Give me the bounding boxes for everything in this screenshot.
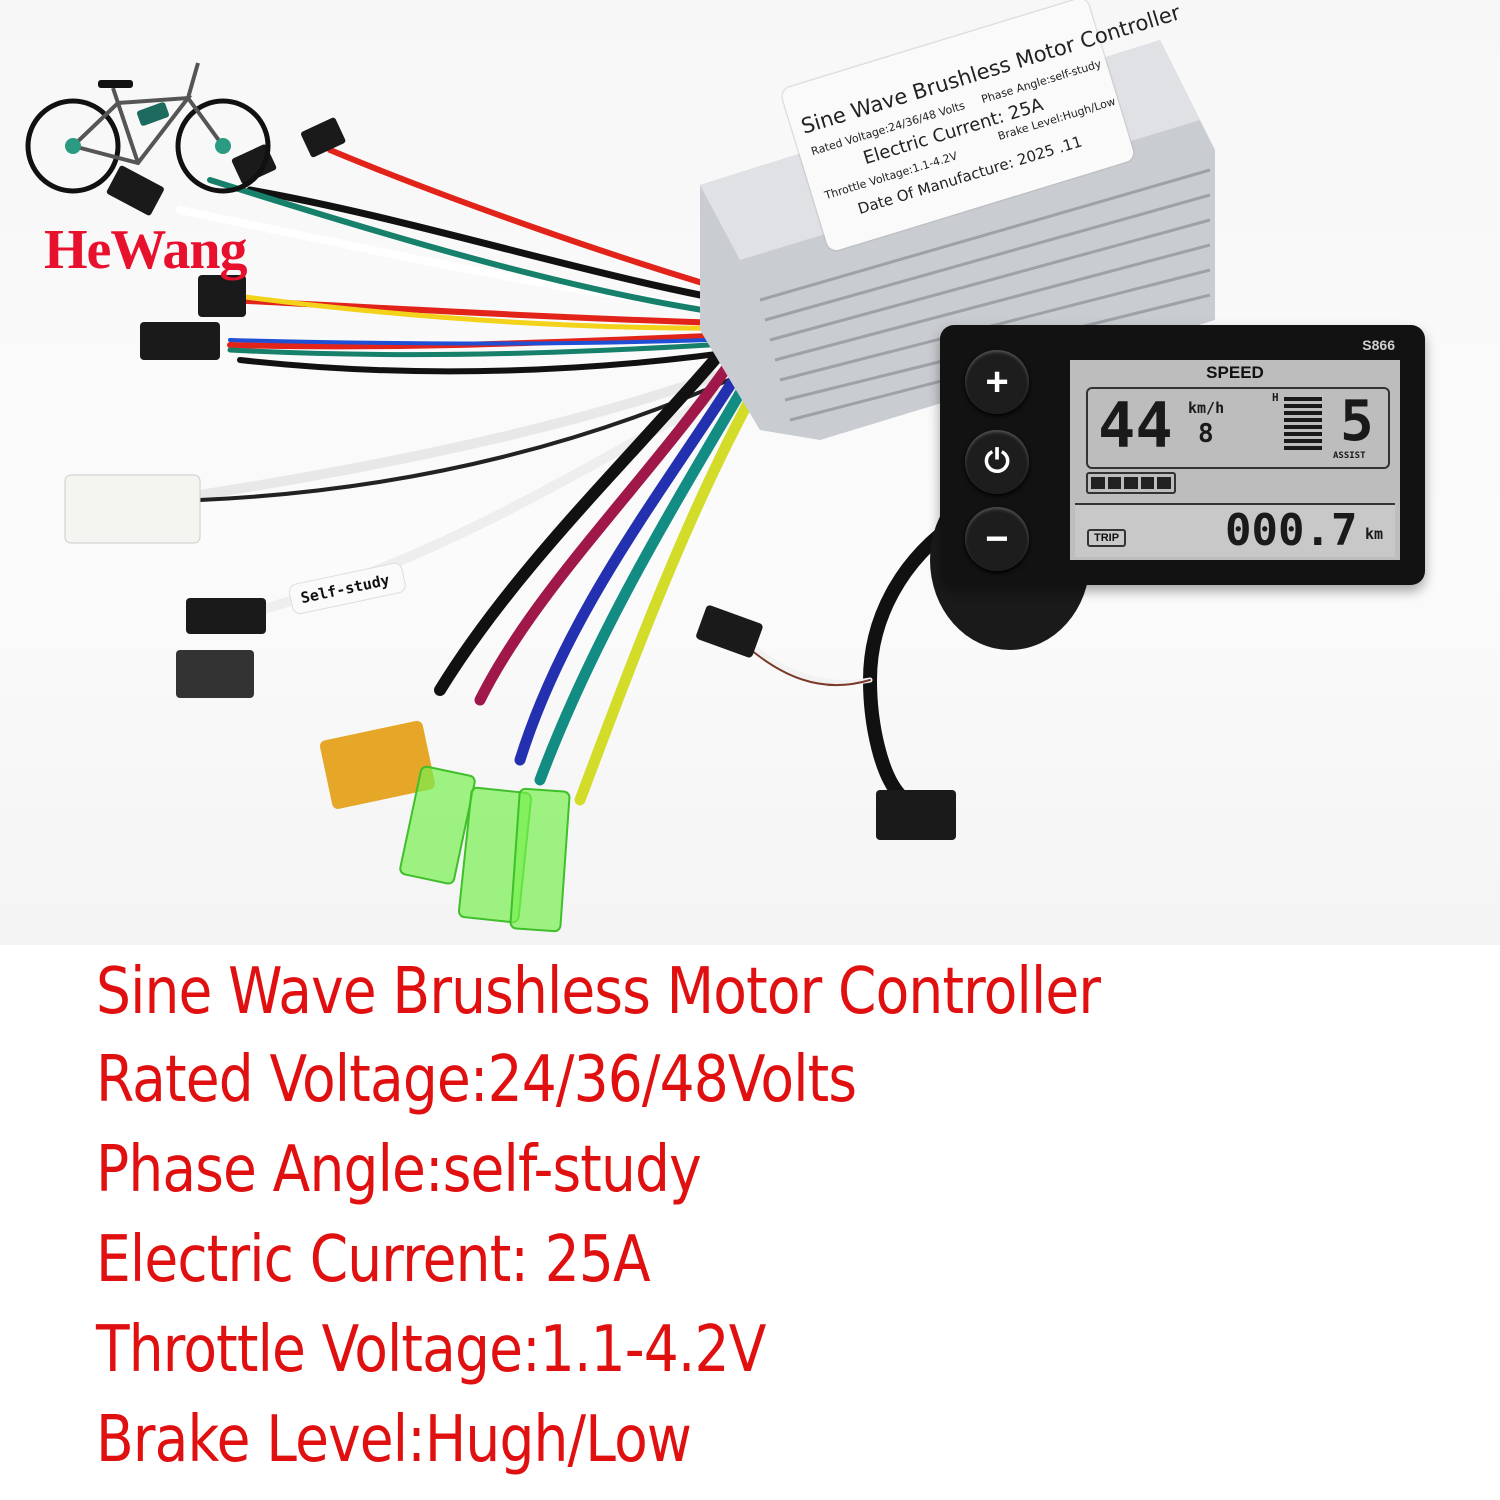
spec-brake-level: Brake Level:Hugh/Low: [96, 1403, 692, 1477]
spec-rated-voltage: Rated Voltage:24/36/48Volts: [96, 1043, 857, 1117]
brand-logo: HeWang: [18, 28, 278, 281]
spec-electric-current: Electric Current: 25A: [96, 1223, 651, 1297]
speed-title: SPEED: [1206, 363, 1264, 382]
bicycle-icon: [25, 62, 271, 194]
lcd-screen: SPEED 44 km/h 8 H 5 ASSIST TRIP 000.7 km: [1070, 360, 1400, 560]
power-level-bars: [1284, 397, 1322, 463]
trip-value: 000.7: [1225, 505, 1358, 556]
speed-sub-digit: 8: [1198, 419, 1214, 449]
lcd-display-unit: S866 + ⏻ − SPEED 44 km/h 8 H 5 ASSIST TR…: [940, 325, 1425, 585]
speed-value: 44: [1098, 389, 1173, 462]
brand-name: HeWang: [44, 219, 247, 281]
product-photo: HeWang Sine Wave Brushless Motor Control…: [0, 0, 1500, 945]
trip-label: TRIP: [1087, 529, 1127, 547]
spec-title: Sine Wave Brushless Motor Controller: [96, 955, 1101, 1029]
assist-level: 5: [1340, 389, 1374, 454]
assist-label: ASSIST: [1333, 451, 1366, 461]
speed-unit: km/h: [1188, 399, 1225, 417]
battery-icon: [1086, 472, 1176, 494]
display-model: S866: [1362, 337, 1395, 353]
spec-phase-angle: Phase Angle:self-study: [96, 1133, 702, 1207]
trip-unit: km: [1365, 525, 1384, 543]
minus-button[interactable]: −: [965, 507, 1029, 571]
power-bar-label: H: [1272, 391, 1279, 404]
spec-list: Sine Wave Brushless Motor Controller Rat…: [0, 945, 1500, 1500]
power-button[interactable]: ⏻: [965, 430, 1029, 494]
spec-throttle-voltage: Throttle Voltage:1.1-4.2V: [96, 1313, 766, 1387]
plus-button[interactable]: +: [965, 350, 1029, 414]
trip-row: TRIP 000.7 km: [1075, 503, 1395, 557]
speed-panel: 44 km/h 8 H 5 ASSIST: [1086, 387, 1390, 469]
